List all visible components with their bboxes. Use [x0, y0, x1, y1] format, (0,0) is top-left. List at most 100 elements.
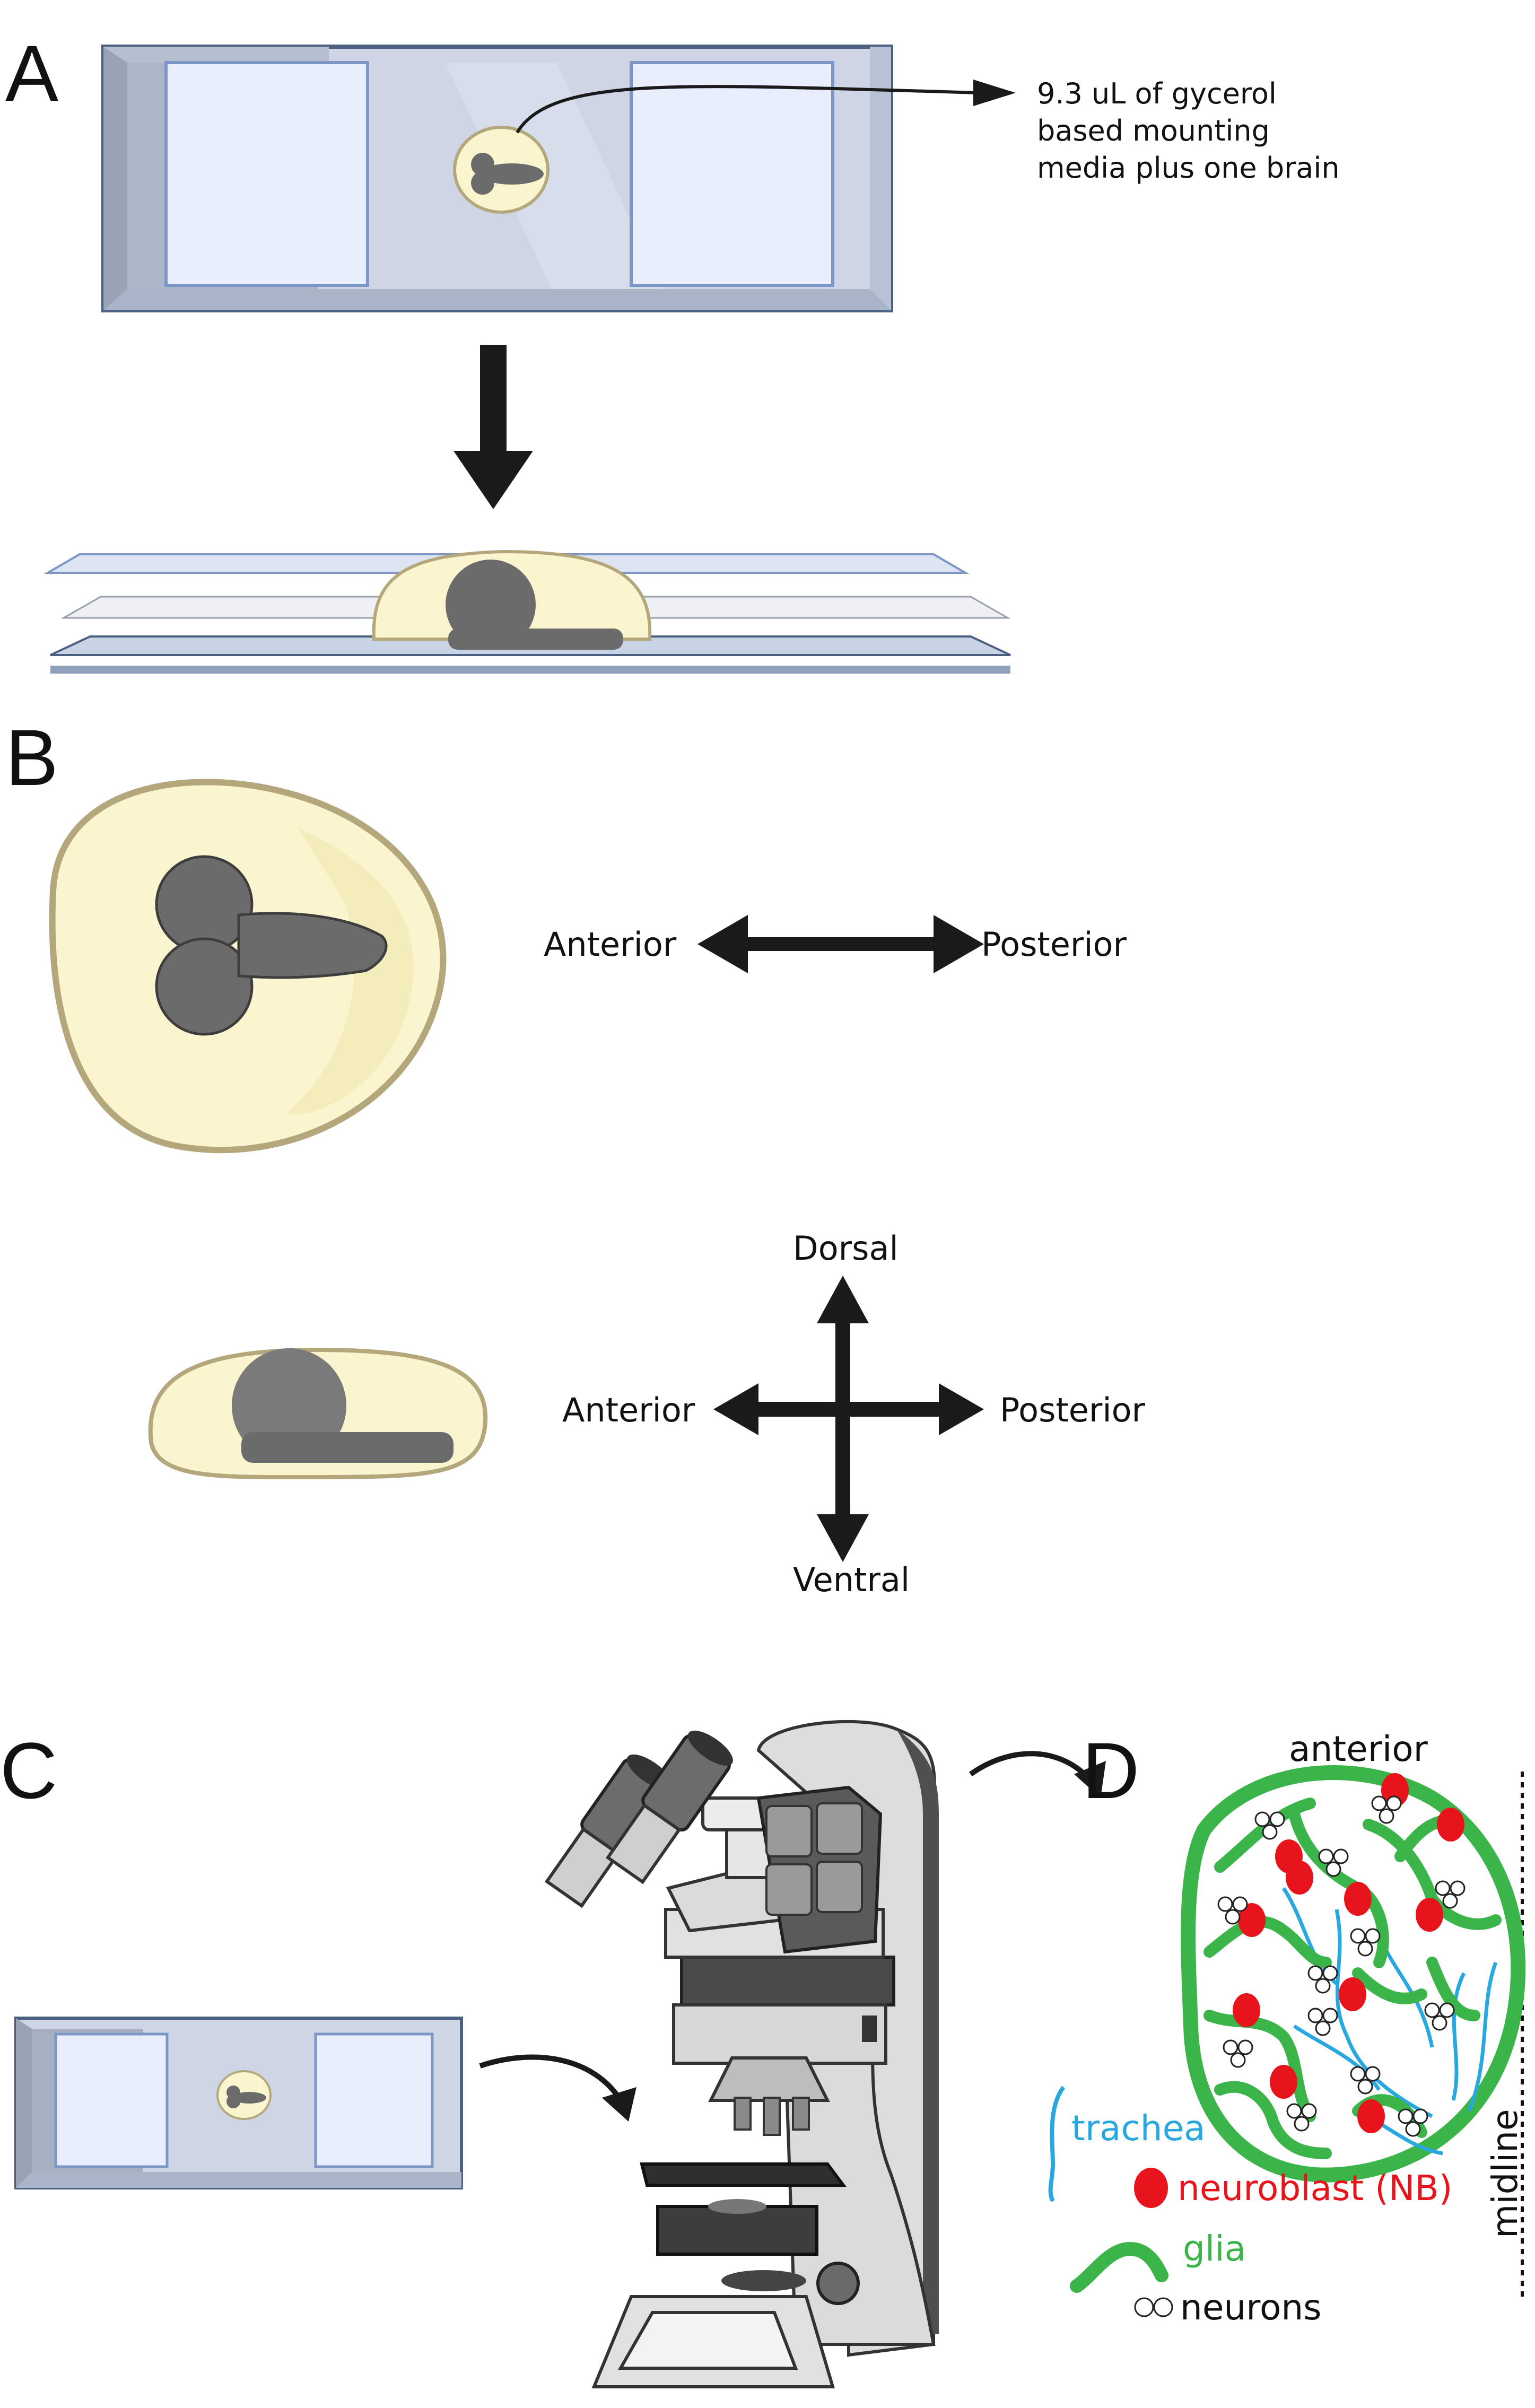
- neuron-cell: [1269, 1811, 1285, 1827]
- neuron-cell: [1350, 1928, 1366, 1944]
- media-note-line-2: based mounting: [1037, 114, 1270, 147]
- legend-neuron-icon-1: [1134, 2297, 1154, 2317]
- neuron-cell: [1412, 2108, 1428, 2124]
- neuron-cell: [1232, 1896, 1248, 1912]
- midline-label: midline: [1485, 2109, 1525, 2238]
- anterior-title: anterior: [1289, 1729, 1428, 1769]
- brain-side-view: [148, 1347, 488, 1480]
- neuroblast-cell: [1416, 1898, 1443, 1932]
- neuron-cell: [1262, 1824, 1278, 1840]
- neuron-cell: [1450, 1880, 1466, 1896]
- neuron-cell: [1225, 1909, 1241, 1925]
- brain-side: [446, 560, 536, 650]
- neuron-cell: [1442, 1893, 1458, 1909]
- neuron-cell: [1217, 1896, 1233, 1912]
- media-note-line-3: media plus one brain: [1037, 151, 1340, 185]
- trachea-branch: [1451, 1972, 1466, 2101]
- top-axis-posterior-label: Posterior: [981, 925, 1127, 964]
- neuron-cell: [1371, 1795, 1387, 1811]
- brain-lobe-diagram: [1181, 1765, 1526, 2183]
- legend-glia-icon: [1070, 2241, 1168, 2293]
- neuron-cell: [1398, 2108, 1414, 2124]
- neuron-cell: [1379, 1808, 1394, 1824]
- neuroblast-cell: [1344, 1882, 1372, 1916]
- panel-label-a: A: [5, 29, 58, 118]
- neuron-cell: [1307, 2008, 1323, 2023]
- neuron-cell: [1386, 1795, 1402, 1811]
- media-note-line-1: 9.3 uL of gycerol: [1037, 77, 1277, 110]
- curved-arrow-c2: [969, 1751, 1089, 1779]
- neuroblast-cell: [1238, 1903, 1266, 1937]
- legend-trachea-label: trachea: [1071, 2108, 1206, 2149]
- glia-strand: [1426, 1957, 1480, 2021]
- media-note: 9.3 uL of gycerol based mounting media p…: [1037, 77, 1340, 185]
- trachea-branch: [1467, 1961, 1498, 2112]
- neuron-cell: [1286, 2103, 1302, 2119]
- slide-side-view: [43, 549, 1011, 674]
- neuron-cell: [1223, 2039, 1239, 2055]
- neuron-cell: [1365, 1928, 1381, 1944]
- glia-strand: [1214, 2081, 1332, 2159]
- neuron-cell: [1424, 2002, 1440, 2018]
- neuron-cell: [1325, 1861, 1341, 1877]
- legend-glia-label: glia: [1183, 2228, 1246, 2269]
- neuron-cell: [1435, 1880, 1451, 1896]
- neuron-cell: [1439, 2002, 1455, 2018]
- neuron-cell: [1333, 1848, 1349, 1864]
- neuroblast-cell: [1357, 2099, 1385, 2133]
- legend-neuroblast-icon: [1134, 2168, 1168, 2208]
- neuron-cell: [1318, 1848, 1334, 1864]
- legend-neuron-icon-2: [1153, 2297, 1173, 2317]
- neuroblast-cell: [1270, 2065, 1297, 2099]
- neuron-cell: [1350, 2066, 1366, 2082]
- neuron-cell: [1357, 2079, 1373, 2095]
- coverslip-right: [630, 61, 834, 287]
- neuron-cell: [1230, 2052, 1246, 2068]
- neuron-cell: [1237, 2039, 1253, 2055]
- panel-label-c: C: [0, 1726, 57, 1815]
- neuroblast-cell: [1339, 1977, 1366, 2011]
- cross-axis-ventral-label: Ventral: [793, 1560, 910, 1599]
- glia-strand: [1352, 1967, 1427, 2004]
- neuron-cell: [1322, 2008, 1338, 2023]
- coverslip-left: [164, 61, 369, 287]
- trachea-branch: [1335, 1909, 1433, 2118]
- neuron-cell: [1357, 1941, 1373, 1957]
- neuron-cell: [1307, 1965, 1323, 1981]
- glia-strand: [1203, 1916, 1332, 1968]
- microscope: [544, 1720, 939, 2388]
- pointer-arrow-head: [973, 80, 1016, 106]
- legend-trachea-icon: [1048, 2086, 1066, 2202]
- neuron-cell: [1322, 1965, 1338, 1981]
- down-arrow: [453, 345, 533, 509]
- neuron-cell: [1315, 2020, 1331, 2036]
- media-drop-small: [453, 126, 550, 214]
- legend-neurons-label: neurons: [1180, 2287, 1322, 2328]
- four-way-arrow: [713, 1276, 984, 1562]
- curved-arrow-c1: [479, 2054, 623, 2102]
- cross-axis-posterior-label: Posterior: [1000, 1391, 1146, 1429]
- slide-top-view: [101, 45, 893, 312]
- neuroblast-cell: [1286, 1861, 1313, 1895]
- cross-axis-dorsal-label: Dorsal: [793, 1229, 899, 1268]
- brain-top-view: [49, 779, 447, 1154]
- neuron-cell: [1432, 2015, 1447, 2031]
- cross-axis-anterior-label: Anterior: [562, 1391, 695, 1429]
- neuron-cell: [1301, 2103, 1317, 2119]
- legend: trachea neuroblast (NB) glia neurons: [1048, 2086, 1452, 2328]
- slide-small: [14, 2017, 463, 2189]
- panel-label-b: B: [5, 713, 58, 802]
- neuron-cell: [1254, 1811, 1270, 1827]
- neuron-cell: [1405, 2121, 1421, 2137]
- neuron-cell: [1315, 1978, 1331, 1994]
- top-axis-anterior-label: Anterior: [544, 925, 677, 964]
- pointer-arrow: [516, 85, 982, 134]
- neuron-cell: [1294, 2116, 1310, 2132]
- anterior-posterior-arrow: [697, 915, 984, 973]
- glia-strand: [1203, 2010, 1316, 2122]
- neuroblast-cell: [1437, 1808, 1464, 1842]
- neuroblast-cell: [1233, 1993, 1260, 2027]
- panel-label-d: D: [1082, 1726, 1139, 1815]
- neuron-cell: [1365, 2066, 1381, 2082]
